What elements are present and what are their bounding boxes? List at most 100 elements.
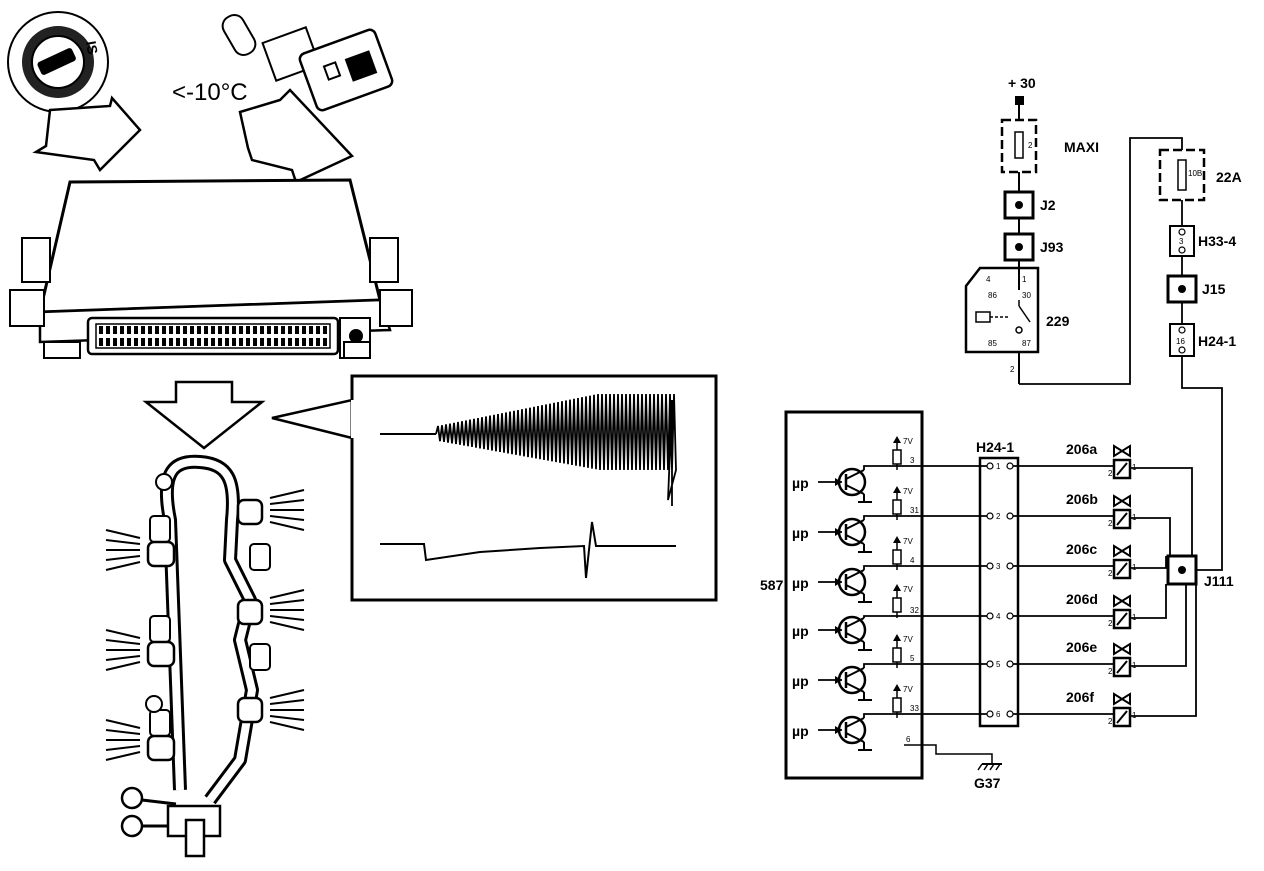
ecu-output-pin: 4 (910, 556, 915, 565)
j111-label: J111 (1204, 573, 1234, 589)
spray-line (269, 489, 305, 499)
spray-line (105, 751, 141, 761)
supply-7v-label: 7V (903, 635, 913, 644)
ecu-ground-pin: 6 (906, 735, 911, 744)
injector-label: 206d (1066, 591, 1098, 607)
microprocessor-label: µp (792, 673, 809, 689)
injector-supply-branch: 10B 22A 3 H33-4 J15 16 H24-1 (1158, 148, 1242, 571)
relay-pin-87: 87 (1022, 339, 1031, 348)
injector-spray-lines (105, 489, 305, 761)
power-supply-branch: + 30 2 MAXI J2 J93 (1000, 75, 1099, 290)
spray-line (269, 721, 305, 731)
supply-7v-label: 7V (903, 487, 913, 496)
supply-7v-label: 7V (903, 585, 913, 594)
injector-label: 206a (1066, 441, 1097, 457)
driver-transistor (837, 665, 867, 695)
supply-7v-label: 7V (903, 685, 913, 694)
block-pin-number: 5 (996, 660, 1001, 669)
driver-transistor (837, 715, 867, 745)
block-pin-in (986, 660, 994, 668)
driver-transistor (837, 567, 867, 597)
spray-line (105, 639, 141, 645)
j93-label: J93 (1040, 239, 1064, 255)
pullup-resistor (892, 597, 902, 613)
block-pin-in (986, 562, 994, 570)
ground-label: G37 (974, 775, 1001, 791)
spray-line (105, 629, 141, 639)
h33-pin: 3 (1179, 237, 1184, 246)
spray-line (105, 529, 141, 539)
spray-line (105, 561, 141, 571)
relay-pin-4: 4 (986, 275, 991, 284)
supply-7v-label: 7V (903, 437, 913, 446)
spray-line (105, 655, 141, 661)
maxi-fuse-value: 2 (1028, 141, 1033, 150)
spray-line (105, 719, 141, 729)
spray-line (105, 555, 141, 561)
spray-line (105, 539, 141, 545)
injector-pin-2: 2 (1108, 717, 1113, 726)
injector-label: 206c (1066, 541, 1097, 557)
block-pin-number: 3 (996, 562, 1001, 571)
microprocessor-label: µp (792, 723, 809, 739)
block-pin-out (1006, 660, 1014, 668)
j15-label: J15 (1202, 281, 1226, 297)
temperature-label: <-10°C (172, 79, 248, 106)
injector-pin-2: 2 (1108, 519, 1113, 528)
block-pin-out (1006, 512, 1014, 520)
block-pin-in (986, 462, 994, 470)
relay-pin-1: 1 (1022, 275, 1027, 284)
block-pin-number: 2 (996, 512, 1001, 521)
relay-pin-2: 2 (1010, 365, 1015, 374)
relay-pin-30: 30 (1022, 291, 1031, 300)
j2-label: J2 (1040, 197, 1056, 213)
relay-pin-86: 86 (988, 291, 997, 300)
spray-line (269, 621, 305, 631)
ecu-label: 587 (760, 577, 784, 593)
ecu-output-pin: 5 (910, 654, 915, 663)
injector-valve-icon (1113, 642, 1131, 656)
relay-to-fuse-wire (1019, 137, 1183, 385)
injector-pin-2: 2 (1108, 469, 1113, 478)
ecu-box-illustration (9, 178, 413, 359)
microprocessor-label: µp (792, 623, 809, 639)
injector-pin-2: 2 (1108, 619, 1113, 628)
microprocessor-label: µp (792, 575, 809, 591)
spray-line (269, 599, 305, 605)
block-pin-out (1006, 612, 1014, 620)
injector-valve-icon (1113, 444, 1131, 458)
pullup-resistor (892, 549, 902, 565)
injector-valve-icon (1113, 692, 1131, 706)
spray-line (269, 699, 305, 705)
block-pin-number: 1 (996, 462, 1001, 471)
block-pin-out (1006, 562, 1014, 570)
injector-valve-icon (1113, 494, 1131, 508)
spray-line (105, 661, 141, 671)
ecu-output-pin: 3 (910, 456, 915, 465)
block-pin-out (1006, 462, 1014, 470)
h33-4-label: H33-4 (1198, 233, 1236, 249)
maxi-fuse-label: MAXI (1064, 139, 1099, 155)
spray-line (105, 745, 141, 751)
injector-valve-icon (1113, 544, 1131, 558)
injector-label: 206f (1066, 689, 1094, 705)
supply-label: + 30 (1008, 75, 1036, 91)
ecu-output-pin: 32 (910, 606, 919, 615)
injector-pin-2: 2 (1108, 569, 1113, 578)
temperature-sensor-icon (221, 13, 394, 112)
fuel-rail-illustration (120, 454, 271, 858)
pullup-resistor (892, 697, 902, 713)
block-pin-in (986, 710, 994, 718)
spray-line (269, 715, 305, 721)
spray-line (269, 499, 305, 505)
oscilloscope-inset (271, 374, 718, 602)
fuse-22a-value: 10B (1188, 169, 1202, 178)
h24-1-top-label: H24-1 (1198, 333, 1236, 349)
spray-line (269, 589, 305, 599)
ecu-output-pin: 31 (910, 506, 919, 515)
injector-label: 206e (1066, 639, 1097, 655)
